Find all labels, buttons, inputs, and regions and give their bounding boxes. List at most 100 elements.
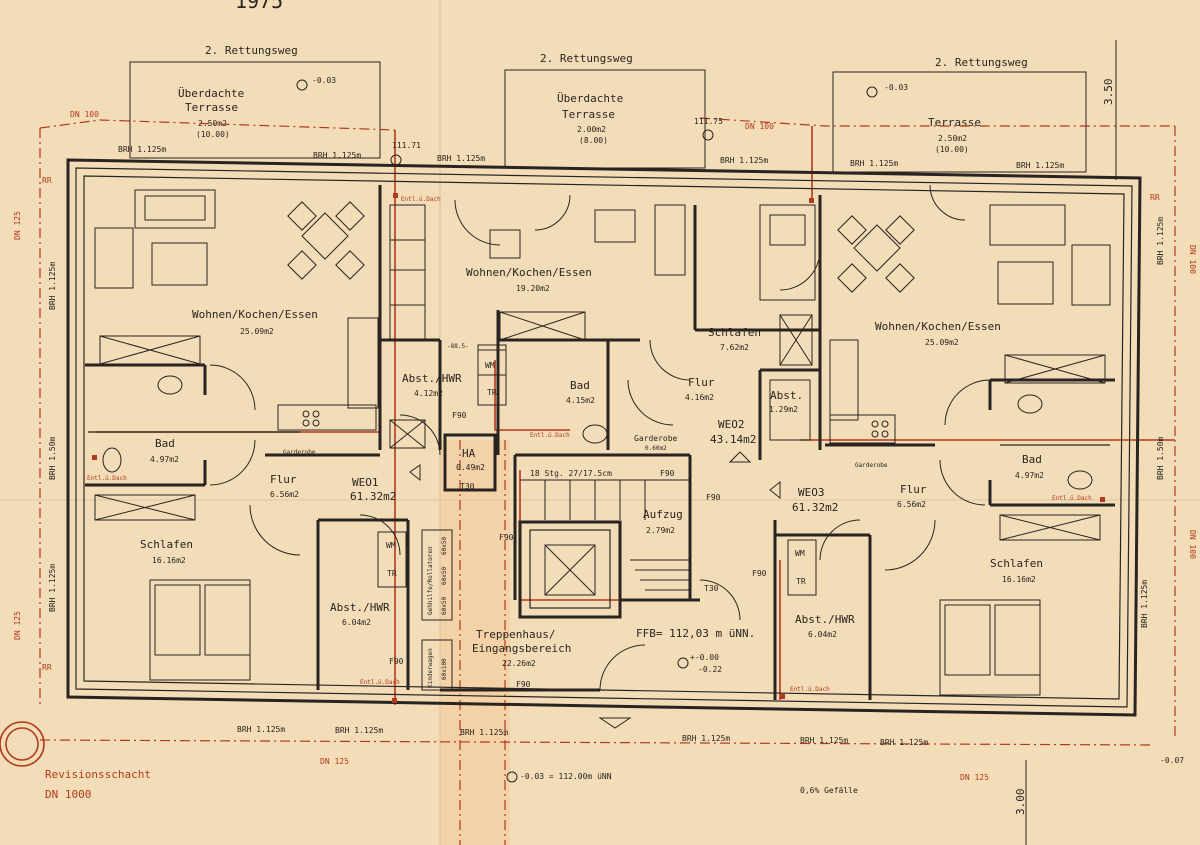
height-2: 111.75: [694, 117, 723, 126]
height-1: 111.71: [392, 141, 421, 150]
w2-abst-area: 1.29m2: [769, 405, 798, 414]
gefaelle-label: 0,6% Gefälle: [800, 786, 858, 795]
aufzug-name: Aufzug: [643, 508, 683, 521]
terrace-right-area2: (10.00): [935, 145, 969, 154]
stairs-label: 18 Stg. 27/17.5cm: [530, 469, 612, 478]
door-swings: [209, 184, 991, 691]
terrace-left-level: -0.03: [312, 76, 336, 85]
w3-flur-area: 6.56m2: [897, 500, 926, 509]
terrace-mid-area: 2.00m2: [577, 125, 606, 134]
brh-bottom-5: BRH 1.125m: [800, 736, 848, 745]
w3-living-name: Wohnen/Kochen/Essen: [875, 320, 1001, 333]
tr-weo3: TR: [796, 577, 806, 586]
f90-1: F90: [452, 411, 467, 420]
tr-weo2: TR: [487, 388, 497, 397]
revisionsschacht-label: Revisionsschacht: [45, 768, 151, 781]
ent-dach-2: Entl.ü.Dach: [87, 475, 127, 482]
w1-garderobe: Garderobe: [283, 449, 316, 456]
w3-unit-area: 61.32m2: [792, 501, 838, 514]
brh-top-3: BRH 1.125m: [437, 154, 485, 163]
wm-weo1: WM: [386, 541, 396, 550]
brh-top-1: BRH 1.125m: [118, 145, 166, 154]
storage-k2: 60x100: [441, 658, 448, 680]
w1-bad-name: Bad: [155, 437, 175, 450]
ent-dach-4: Entl.ü.Dach: [1052, 495, 1092, 502]
w3-unit-name: WEO3: [798, 486, 825, 499]
year-label: 1975: [235, 0, 283, 13]
ent-dach-6: Entl.ü.Dach: [790, 686, 830, 693]
t30-2: T30: [704, 584, 719, 593]
treppenhaus-name1: Treppenhaus/: [476, 628, 555, 641]
w1-living-name: Wohnen/Kochen/Essen: [192, 308, 318, 321]
furniture-weo3: [829, 204, 1111, 696]
w2-unit-area: 43.14m2: [710, 433, 756, 446]
terrace-right-level: -0.03: [884, 83, 908, 92]
stairs: [520, 479, 690, 591]
revisionsschacht-icon: [0, 721, 45, 767]
w2-unit-name: WEO2: [718, 418, 745, 431]
dn100-label-side: DN 100: [1188, 245, 1197, 274]
abst-top-area: 4.12m2: [414, 389, 443, 398]
storage-g2: 60x50: [441, 537, 448, 555]
brh-top-2: BRH 1.125m: [313, 151, 361, 160]
gehhilfe-storage: [421, 529, 453, 621]
ha-name: HA: [462, 447, 476, 460]
terrace-left: 2. Rettungsweg Überdachte Terrasse 2.50m…: [129, 44, 381, 159]
rettungsweg-right: 2. Rettungsweg: [935, 56, 1028, 69]
wm-weo2: WM: [485, 361, 495, 370]
w1-unit-name: WEO1: [352, 476, 379, 489]
f90-5: F90: [752, 569, 767, 578]
w1-unit-area: 61.32m2: [350, 490, 396, 503]
level-entry-a: +-0.00: [690, 653, 719, 662]
treppenhaus-name2: Eingangsbereich: [472, 642, 571, 655]
outer-walls: [66, 158, 1142, 717]
terrace-right-area: 2.50m2: [938, 134, 967, 143]
w3-bad-name: Bad: [1022, 453, 1042, 466]
w1-flur-name: Flur: [270, 473, 297, 486]
w3-schlafen-name: Schlafen: [990, 557, 1043, 570]
w1-abst-area: 6.04m2: [342, 618, 371, 627]
wm-weo3: WM: [795, 549, 805, 558]
terrace-right: 2. Rettungsweg Terrasse 2.50m2 (10.00) -…: [832, 56, 1087, 173]
kitchen-mid-left: [389, 204, 426, 449]
terrace-left-area: 2.50m2: [198, 119, 227, 128]
dn100-label-right: DN 100: [745, 122, 774, 131]
storage-g4: 60x50: [441, 597, 448, 615]
f90-4: F90: [499, 533, 514, 542]
w1-living-area: 25.09m2: [240, 327, 274, 336]
f90-6: F90: [389, 657, 404, 666]
terrace-mid-name1: Überdachte: [557, 92, 623, 105]
w2-flur-name: Flur: [688, 376, 715, 389]
terrace-mid-name2: Terrasse: [562, 108, 615, 121]
terrace-mid-area2: (8.00): [579, 136, 608, 145]
dn100-label-left: DN 100: [70, 110, 99, 119]
kinderwagen-storage: [421, 639, 453, 691]
brh-right-3: BRH 1.125m: [1140, 580, 1149, 628]
rettungsweg-middle: 2. Rettungsweg: [540, 52, 633, 65]
elevator: [518, 520, 622, 619]
w1-schlafen-name: Schlafen: [140, 538, 193, 551]
t30-1: T30: [460, 482, 475, 491]
w2-bad-name: Bad: [570, 379, 590, 392]
treppenhaus-area: 22.26m2: [502, 659, 536, 668]
dn125-label-left: DN 125: [13, 211, 22, 240]
storage-g3: 60x50: [441, 567, 448, 585]
brh-left-2: BRH 1.50m: [48, 436, 57, 480]
ffb-label: FFB= 112,03 m üNN.: [636, 627, 755, 640]
ha-room: [443, 433, 497, 492]
terrace-left-name1: Überdachte: [178, 87, 244, 100]
brh-right-2: BRH 1.50m: [1156, 436, 1165, 480]
terrace-left-area2: (10.00): [196, 130, 230, 139]
brh-top-5: BRH 1.125m: [850, 159, 898, 168]
w1-schlafen-area: 16.16m2: [152, 556, 186, 565]
w1-abst-name: Abst./HWR: [330, 601, 390, 614]
brh-top-6: BRH 1.125m: [1016, 161, 1064, 170]
brh-top-4: BRH 1.125m: [720, 156, 768, 165]
w3-garderobe: Garderobe: [855, 462, 888, 469]
brh-bottom-3: BRH 1.125m: [460, 728, 508, 737]
w3-flur-name: Flur: [900, 483, 927, 496]
dn125-label-left-low: DN 125: [13, 611, 22, 640]
furniture-weo1: [94, 189, 379, 681]
storage-g1: Gehhilfe/Rollatoren: [427, 546, 434, 615]
w2-schlafen-name: Schlafen: [708, 326, 761, 339]
